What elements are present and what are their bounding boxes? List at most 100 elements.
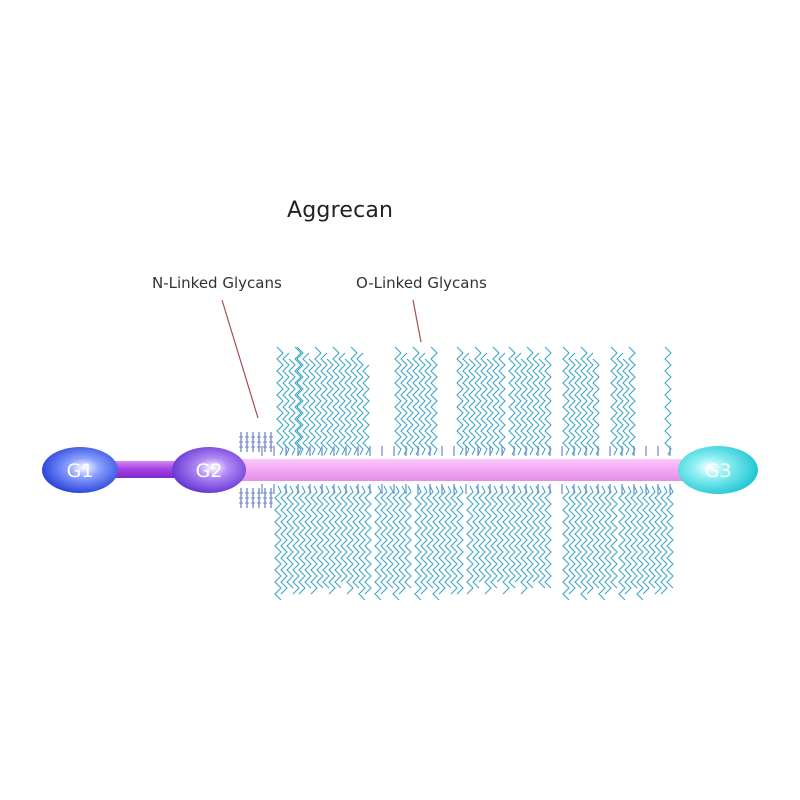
glycan-chain bbox=[280, 485, 288, 595]
g3-domain bbox=[678, 446, 758, 494]
o-linked-glycans-label: O-Linked Glycans bbox=[356, 274, 487, 292]
glycan-chain bbox=[586, 352, 594, 456]
glycan-chain bbox=[456, 346, 464, 456]
glycan-chain bbox=[520, 358, 528, 456]
glycan-chain bbox=[636, 485, 644, 601]
glycan-chain bbox=[616, 352, 624, 456]
glycan-chain bbox=[544, 485, 552, 589]
glycan-chain bbox=[574, 485, 582, 589]
glycan-chain bbox=[472, 485, 480, 589]
glycan-chain bbox=[308, 358, 316, 456]
glycan-chain bbox=[648, 485, 656, 589]
glycan-chain bbox=[406, 358, 414, 456]
glycan-chain bbox=[394, 346, 402, 456]
glycan-chain bbox=[580, 485, 588, 601]
glycan-chain bbox=[288, 358, 296, 456]
glycan-chain bbox=[490, 485, 498, 589]
glycan-chain bbox=[526, 485, 534, 589]
glycan-chain bbox=[532, 352, 540, 456]
glycan-chain bbox=[438, 485, 446, 595]
glycan-chain bbox=[276, 346, 284, 456]
glycan-chain bbox=[508, 346, 516, 456]
glycan-chain bbox=[450, 485, 458, 595]
glycan-chain bbox=[374, 485, 382, 601]
n-linked-glycans-label: N-Linked Glycans bbox=[152, 274, 282, 292]
glycan-chain bbox=[568, 352, 576, 456]
glycan-chain bbox=[430, 346, 438, 456]
g2-domain bbox=[172, 447, 246, 493]
n-linked-leader-line bbox=[221, 299, 259, 419]
glycan-chain bbox=[298, 485, 306, 595]
glycan-chain bbox=[538, 358, 546, 456]
glycan-chain bbox=[320, 352, 328, 456]
diagram-title: Aggrecan bbox=[287, 198, 394, 223]
glycan-chain bbox=[456, 485, 464, 595]
glycan-chain bbox=[660, 485, 668, 595]
glycan-chain bbox=[622, 358, 630, 456]
g1-label: G1 bbox=[67, 460, 94, 482]
glycan-chain bbox=[424, 358, 432, 456]
glycan-chain bbox=[292, 485, 300, 595]
glycan-chain bbox=[610, 346, 618, 456]
glycan-chain bbox=[586, 485, 594, 595]
glycan-chain bbox=[432, 485, 440, 601]
glycan-chain bbox=[344, 358, 352, 456]
glycan-chain bbox=[358, 485, 366, 601]
glycan-chain bbox=[444, 485, 452, 589]
glycan-chain bbox=[362, 364, 370, 456]
glycan-chain bbox=[598, 485, 606, 601]
glycan-chain bbox=[286, 485, 294, 589]
glycan-chain bbox=[340, 485, 348, 583]
glycan-chain bbox=[484, 485, 492, 595]
glycan-chain bbox=[514, 485, 522, 583]
glycan-chain bbox=[592, 485, 600, 589]
glycan-chain bbox=[404, 485, 412, 589]
glycan-chain bbox=[486, 358, 494, 456]
glycan-chain bbox=[568, 485, 576, 595]
glycan-chain bbox=[618, 485, 626, 601]
glycan-chain bbox=[356, 352, 364, 456]
glycan-chain bbox=[654, 485, 662, 595]
g1-domain bbox=[42, 447, 118, 493]
glycan-chain bbox=[400, 352, 408, 456]
glycan-chain bbox=[574, 358, 582, 456]
glycan-chain bbox=[624, 485, 632, 595]
glycan-chain bbox=[414, 485, 422, 601]
glycan-chain bbox=[294, 346, 302, 456]
glycan-chain bbox=[538, 485, 546, 589]
glycan-chain bbox=[412, 346, 420, 456]
glycan-chain bbox=[562, 485, 570, 601]
glycan-chain bbox=[302, 352, 310, 456]
glycan-chain bbox=[478, 485, 486, 583]
glycan-chain bbox=[502, 485, 510, 595]
glycan-chain bbox=[282, 352, 290, 456]
glycan-chain bbox=[562, 346, 570, 456]
glycan-chain bbox=[480, 352, 488, 456]
glycan-chain bbox=[508, 485, 516, 589]
glycan-chain bbox=[352, 485, 360, 589]
glycan-chain bbox=[334, 485, 342, 589]
glycan-chain bbox=[380, 485, 388, 595]
g3-label: G3 bbox=[705, 460, 732, 482]
glycan-chain bbox=[326, 358, 334, 456]
glycan-chain bbox=[304, 485, 312, 589]
glycan-chain bbox=[514, 352, 522, 456]
glycan-chain bbox=[592, 358, 600, 456]
glycan-chain bbox=[604, 485, 612, 595]
glycan-chain bbox=[274, 485, 282, 601]
glycan-chain bbox=[526, 346, 534, 456]
o-linked-glycan-chains bbox=[261, 346, 674, 601]
glycan-chain bbox=[316, 485, 324, 589]
glycan-chain bbox=[392, 485, 400, 601]
glycan-chain bbox=[666, 485, 674, 589]
glycan-chain bbox=[492, 346, 500, 456]
g2-label: G2 bbox=[196, 460, 223, 482]
glycan-chain bbox=[628, 346, 636, 456]
glycan-chain bbox=[520, 485, 528, 595]
glycan-chain bbox=[296, 346, 304, 456]
glycan-chain bbox=[474, 346, 482, 456]
glycan-chain bbox=[332, 346, 340, 456]
glycan-chain bbox=[338, 352, 346, 456]
glycan-chain bbox=[630, 485, 638, 589]
